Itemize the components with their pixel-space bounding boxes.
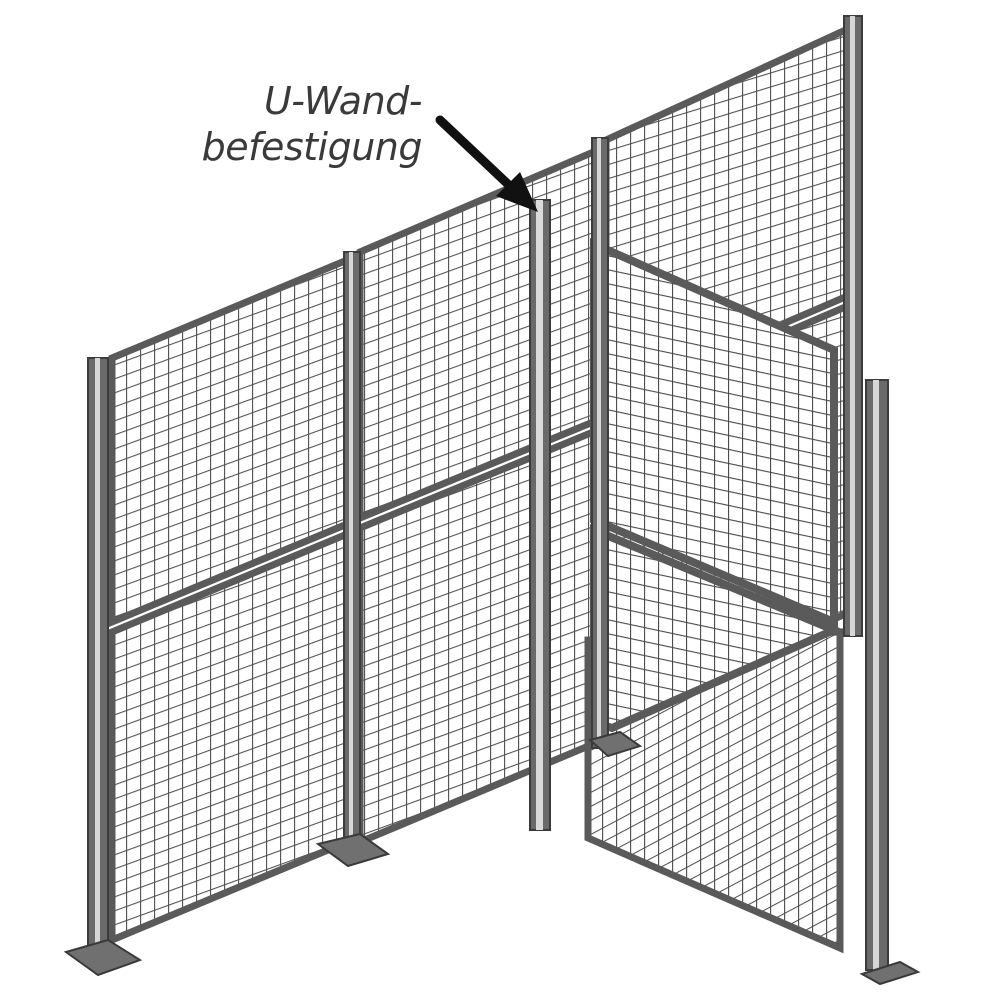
foot-middle-1: [315, 832, 391, 868]
panel-left: [108, 252, 356, 946]
foot-left: [63, 938, 143, 977]
posts: [87, 15, 889, 971]
callout-label: U-Wand- befestigung: [170, 78, 423, 170]
foot-middle-2: [587, 730, 643, 758]
feet: [63, 730, 921, 986]
arrow-head: [496, 172, 538, 212]
callout-line-2: befestigung: [201, 125, 423, 169]
callout-line-1: U-Wand-: [263, 79, 423, 123]
panel-middle: [356, 144, 602, 848]
u-wall-mount: [529, 199, 551, 831]
foot-right: [859, 960, 921, 986]
arrow: [435, 115, 538, 212]
